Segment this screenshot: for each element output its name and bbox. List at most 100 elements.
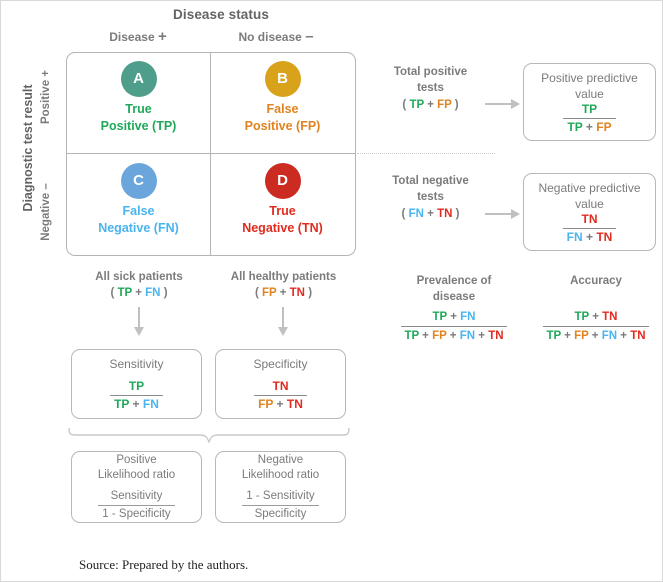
- negative-likelihood-ratio-box[interactable]: Negative Likelihood ratio 1 - Sensitivit…: [215, 451, 346, 523]
- prevalence-denominator: TP + FP + FN + TN: [401, 326, 507, 344]
- bubble-a: A: [120, 61, 157, 97]
- matrix-cell-true-negative[interactable]: D True Negative (TN): [210, 163, 355, 237]
- token-plus: +: [592, 311, 599, 323]
- prevalence-fraction-wrap: TP + FN TP + FP + FN + TN: [389, 309, 519, 344]
- total-negative-tests: Total negative tests ( FN + TN ): [373, 173, 488, 220]
- token-tn: TN: [272, 379, 289, 393]
- accuracy-denominator: TP + FP + FN + TN: [543, 326, 649, 344]
- nlr-title-line1: Negative: [257, 453, 304, 466]
- matrix-cell-false-negative[interactable]: C False Negative (FN): [66, 163, 211, 237]
- paren-close: ): [454, 99, 459, 111]
- paren-open: (: [402, 99, 407, 111]
- matrix-cell-true-positive[interactable]: A True Positive (TP): [66, 61, 211, 135]
- token-tp: TP: [567, 119, 583, 134]
- positive-likelihood-ratio-box[interactable]: Positive Likelihood ratio Sensitivity 1 …: [71, 451, 202, 523]
- nlr-numerator: 1 - Sensitivity: [246, 489, 315, 502]
- token-tp: TP: [128, 379, 145, 393]
- token-plus: +: [620, 330, 627, 342]
- axis-title-diagnostic-test-result: Diagnostic test result: [21, 84, 35, 212]
- specificity-fraction: TN FP + TN: [254, 379, 307, 412]
- nlr-denominator: Specificity: [242, 504, 319, 522]
- token-tn: TN: [602, 311, 618, 323]
- token-plus: +: [276, 397, 284, 411]
- specificity-numerator: TN: [254, 379, 307, 395]
- ppv-denominator: TP + FP: [563, 117, 616, 135]
- total-positive-title-line1: Total positive: [393, 66, 468, 78]
- minus-sign-icon: –: [305, 28, 314, 45]
- token-plus: +: [591, 330, 599, 342]
- total-positive-tests: Total positive tests ( TP + FP ): [373, 64, 488, 111]
- prevalence-fraction: TP + FN TP + FP + FN + TN: [401, 309, 507, 344]
- bubble-b: B: [264, 61, 301, 97]
- token-fn: FN: [601, 330, 618, 342]
- matrix-vertical-divider: [210, 53, 211, 255]
- token-tp: TP: [114, 397, 130, 411]
- plr-title-line1: Positive: [116, 453, 157, 466]
- prevalence-numerator: TP + FN: [401, 309, 506, 326]
- npv-fraction: TN FN + TN: [562, 212, 617, 245]
- axis-label-positive: Positive +: [40, 70, 52, 125]
- sensitivity-fraction: TP TP + FN: [110, 379, 163, 412]
- matrix-cell-false-positive[interactable]: B False Positive (FP): [210, 61, 355, 135]
- token-fn: FN: [460, 311, 476, 323]
- curly-brace-connector: [68, 427, 350, 443]
- cell-label-false-negative-line2: Negative (FN): [98, 221, 179, 235]
- nlr-fraction: 1 - Sensitivity Specificity: [242, 489, 319, 522]
- specificity-box[interactable]: Specificity TN FP + TN: [215, 349, 346, 419]
- npv-title-line1: Negative predictive: [538, 180, 641, 195]
- positive-predictive-value-box[interactable]: Positive predictive value TP TP + FP: [523, 63, 656, 141]
- token-fn: FN: [145, 287, 161, 299]
- cell-label-true-negative-line1: True: [269, 204, 296, 218]
- cell-label-false-positive-line1: False: [266, 102, 299, 116]
- token-tp: TP: [404, 330, 419, 342]
- accuracy-numerator: TP + TN: [543, 309, 648, 326]
- confusion-matrix: [66, 52, 356, 256]
- token-plus: +: [449, 330, 457, 342]
- token-plus: +: [132, 397, 140, 411]
- column-header-no-disease-label: No disease: [238, 30, 302, 44]
- plr-fraction: Sensitivity 1 - Specificity: [98, 489, 175, 522]
- sensitivity-numerator: TP: [110, 379, 163, 395]
- token-tn: TN: [289, 287, 305, 299]
- negative-predictive-value-box[interactable]: Negative predictive value TN FN + TN: [523, 173, 656, 251]
- token-fp: FP: [258, 397, 274, 411]
- total-negative-expression: ( FN + TN ): [373, 208, 488, 220]
- ppv-title-line2: value: [575, 86, 604, 101]
- token-fp: FP: [262, 287, 277, 299]
- token-tp: TP: [409, 99, 424, 111]
- token-tp: TP: [432, 311, 448, 323]
- disease-status-title: Disease status: [173, 7, 269, 22]
- nlr-title-line2: Likelihood ratio: [241, 468, 320, 481]
- cell-label-false-negative-line1: False: [122, 204, 155, 218]
- token-fn: FN: [459, 330, 476, 342]
- cell-label-true-positive-line1: True: [125, 102, 152, 116]
- plr-denominator: 1 - Specificity: [98, 504, 175, 522]
- token-tn: TN: [596, 229, 613, 244]
- prevalence-title: Prevalence of disease: [389, 273, 519, 305]
- paren-open: (: [401, 208, 406, 220]
- paren-close: ): [163, 287, 168, 299]
- paren-close: ): [455, 208, 460, 220]
- token-plus: +: [478, 330, 485, 342]
- paren-open: (: [254, 287, 259, 299]
- plus-sign-icon: +: [157, 28, 167, 45]
- token-plus: +: [585, 119, 593, 134]
- footer-all-healthy-title: All healthy patients: [230, 271, 337, 283]
- cell-label-true-positive-line2: Positive (TP): [100, 119, 177, 133]
- accuracy-title: Accuracy: [531, 273, 661, 289]
- total-positive-expression: ( TP + FP ): [373, 99, 488, 111]
- accuracy-title-line1: Accuracy: [570, 275, 622, 287]
- sensitivity-box[interactable]: Sensitivity TP TP + FN: [71, 349, 202, 419]
- accuracy-fraction: TP + TN TP + FP + FN + TN: [543, 309, 649, 344]
- plr-title-line2: Likelihood ratio: [97, 468, 176, 481]
- footer-all-healthy-expression: ( FP + TN ): [211, 287, 356, 299]
- token-fp: FP: [574, 330, 589, 342]
- token-plus: +: [135, 287, 142, 299]
- token-tp: TP: [546, 330, 561, 342]
- specificity-title: Specificity: [253, 357, 308, 371]
- bubble-c: C: [120, 163, 157, 199]
- ppv-numerator: TP: [563, 102, 615, 118]
- token-plus: +: [279, 287, 287, 299]
- cell-label-false-positive-line2: Positive (FP): [244, 119, 321, 133]
- cell-label-true-negative-line2: Negative (TN): [242, 221, 323, 235]
